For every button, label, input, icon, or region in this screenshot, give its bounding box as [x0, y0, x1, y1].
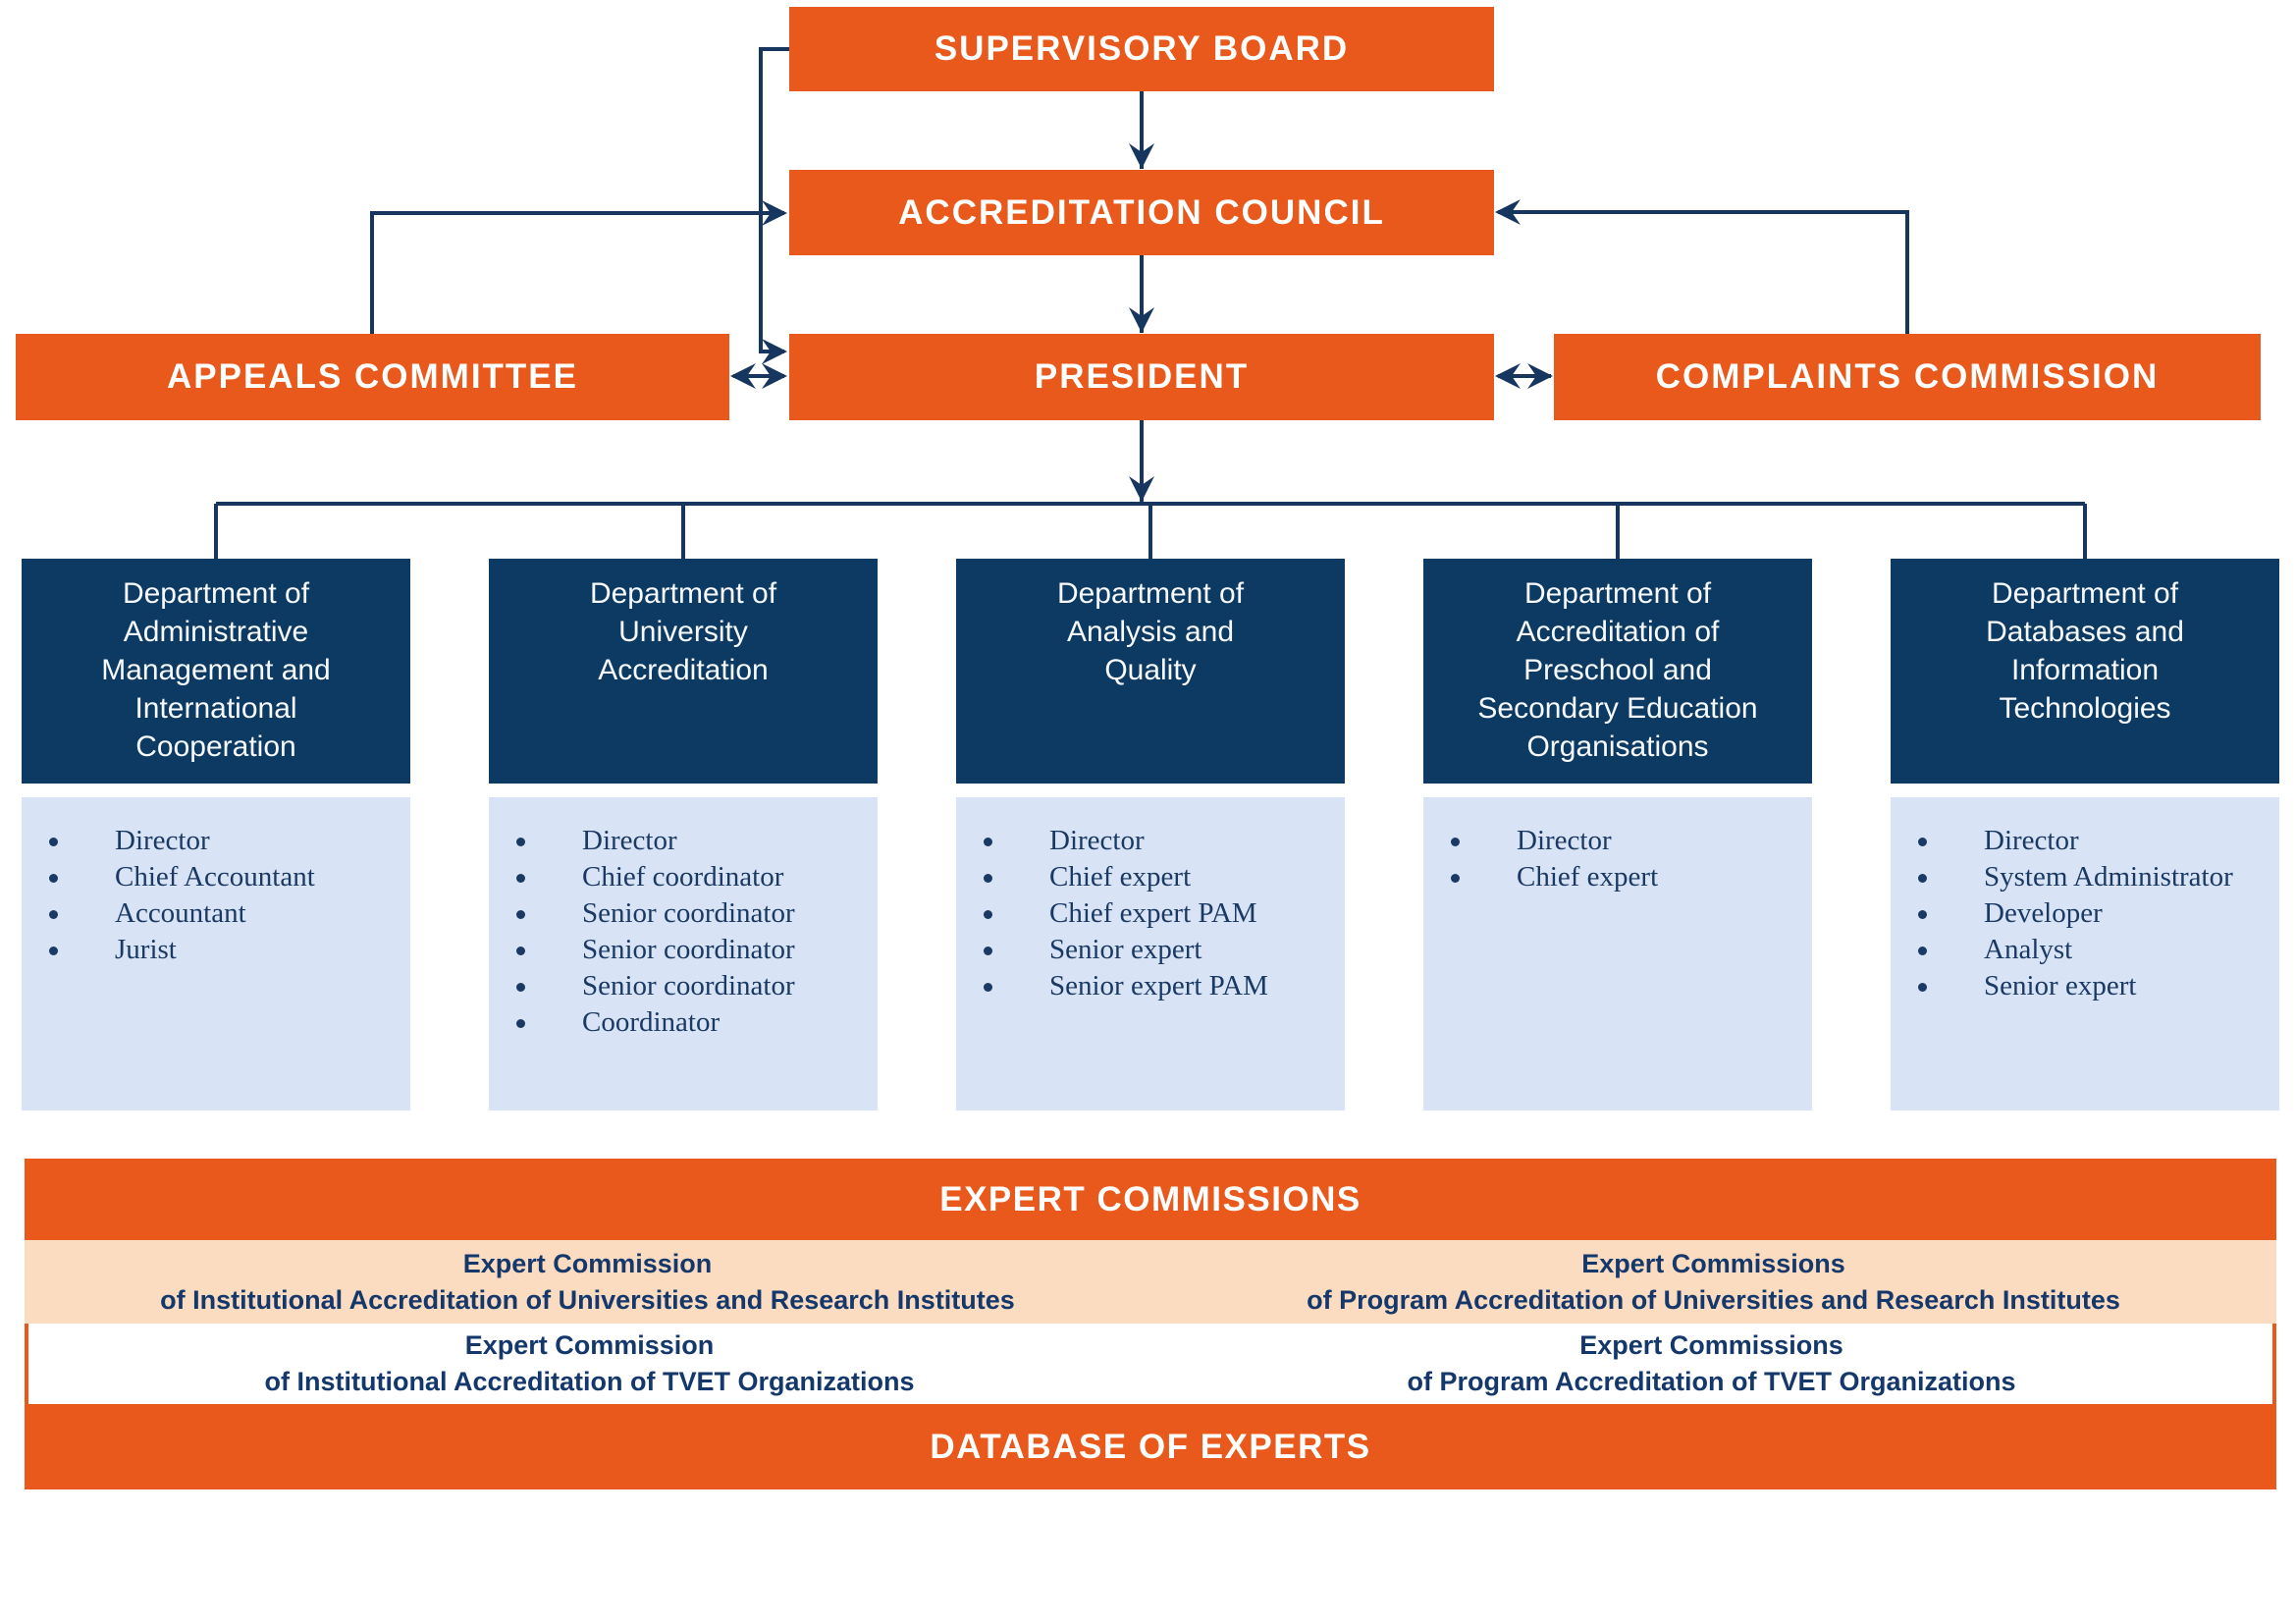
role-item: Senior expert PAM	[956, 968, 1339, 1004]
role-item: Chief coordinator	[489, 859, 872, 895]
department-title: Department of Accreditation of Preschool…	[1423, 559, 1812, 784]
role-item: Senior expert	[956, 932, 1339, 968]
department-title: Department of Databases and Information …	[1891, 559, 2279, 784]
connector-supervisory-to-council	[1129, 91, 1154, 169]
database-of-experts-label: DATABASE OF EXPERTS	[930, 1427, 1371, 1466]
role-item: Chief expert	[1423, 859, 1806, 895]
role-item: Coordinator	[489, 1004, 872, 1041]
role-item: Accountant	[22, 895, 404, 932]
role-item: Chief Accountant	[22, 859, 404, 895]
connector-council-to-president	[1129, 255, 1154, 333]
department-title: Department of University Accreditation	[489, 559, 878, 784]
connector-appeals-president-link	[730, 363, 787, 389]
connector-appeals-to-council	[370, 200, 787, 334]
role-item: Director	[1423, 823, 1806, 859]
role-item: Director	[1891, 823, 2273, 859]
role-item: Senior expert	[1891, 968, 2273, 1004]
connector-president-to-departments	[1129, 420, 1154, 503]
complaints-commission-box: COMPLAINTS COMMISSION	[1554, 334, 2261, 420]
commission-cell-institutional-tvet: Expert Commission of Institutional Accre…	[264, 1330, 915, 1396]
role-item: Director	[22, 823, 404, 859]
role-item: Developer	[1891, 895, 2273, 932]
accreditation-council-box: ACCREDITATION COUNCIL	[789, 170, 1494, 255]
database-of-experts-band: DATABASE OF EXPERTS	[25, 1404, 2276, 1489]
role-item: Jurist	[22, 932, 404, 968]
president-label: PRESIDENT	[1034, 357, 1250, 396]
connector-president-complaints-link	[1495, 363, 1553, 389]
commission-cell-program-tvet: Expert Commissions of Program Accreditat…	[1407, 1330, 2016, 1396]
role-item: Analyst	[1891, 932, 2273, 968]
expert-commissions-band: EXPERT COMMISSIONS	[25, 1159, 2276, 1240]
role-item: Senior coordinator	[489, 932, 872, 968]
commission-cell-program-universities: Expert Commissions of Program Accreditat…	[1307, 1248, 2120, 1315]
role-item: Chief expert PAM	[956, 895, 1339, 932]
appeals-committee-label: APPEALS COMMITTEE	[166, 357, 579, 396]
role-item: Senior coordinator	[489, 968, 872, 1004]
commission-cell-institutional-universities: Expert Commission of Institutional Accre…	[160, 1248, 1015, 1315]
role-item: Senior coordinator	[489, 895, 872, 932]
commission-row-institutional: Expert Commission of Institutional Accre…	[25, 1240, 2276, 1324]
connector-complaints-to-council	[1495, 199, 1909, 334]
role-item: Director	[489, 823, 872, 859]
complaints-commission-label: COMPLAINTS COMMISSION	[1655, 357, 2160, 396]
role-item: Chief expert	[956, 859, 1339, 895]
appeals-committee-box: APPEALS COMMITTEE	[16, 334, 729, 420]
president-box: PRESIDENT	[789, 334, 1494, 420]
connector-supervisory-to-president	[759, 47, 789, 364]
role-item: Director	[956, 823, 1339, 859]
supervisory-board-box: SUPERVISORY BOARD	[789, 7, 1494, 91]
department-title: Department of Analysis and Quality	[956, 559, 1345, 784]
department-title: Department of Administrative Management …	[22, 559, 410, 784]
commission-row-tvet: Expert Commission of Institutional Accre…	[25, 1324, 2276, 1404]
supervisory-board-label: SUPERVISORY BOARD	[934, 29, 1350, 68]
expert-commissions-label: EXPERT COMMISSIONS	[939, 1179, 1362, 1218]
role-item: System Administrator	[1891, 859, 2273, 895]
accreditation-council-label: ACCREDITATION COUNCIL	[898, 192, 1385, 232]
